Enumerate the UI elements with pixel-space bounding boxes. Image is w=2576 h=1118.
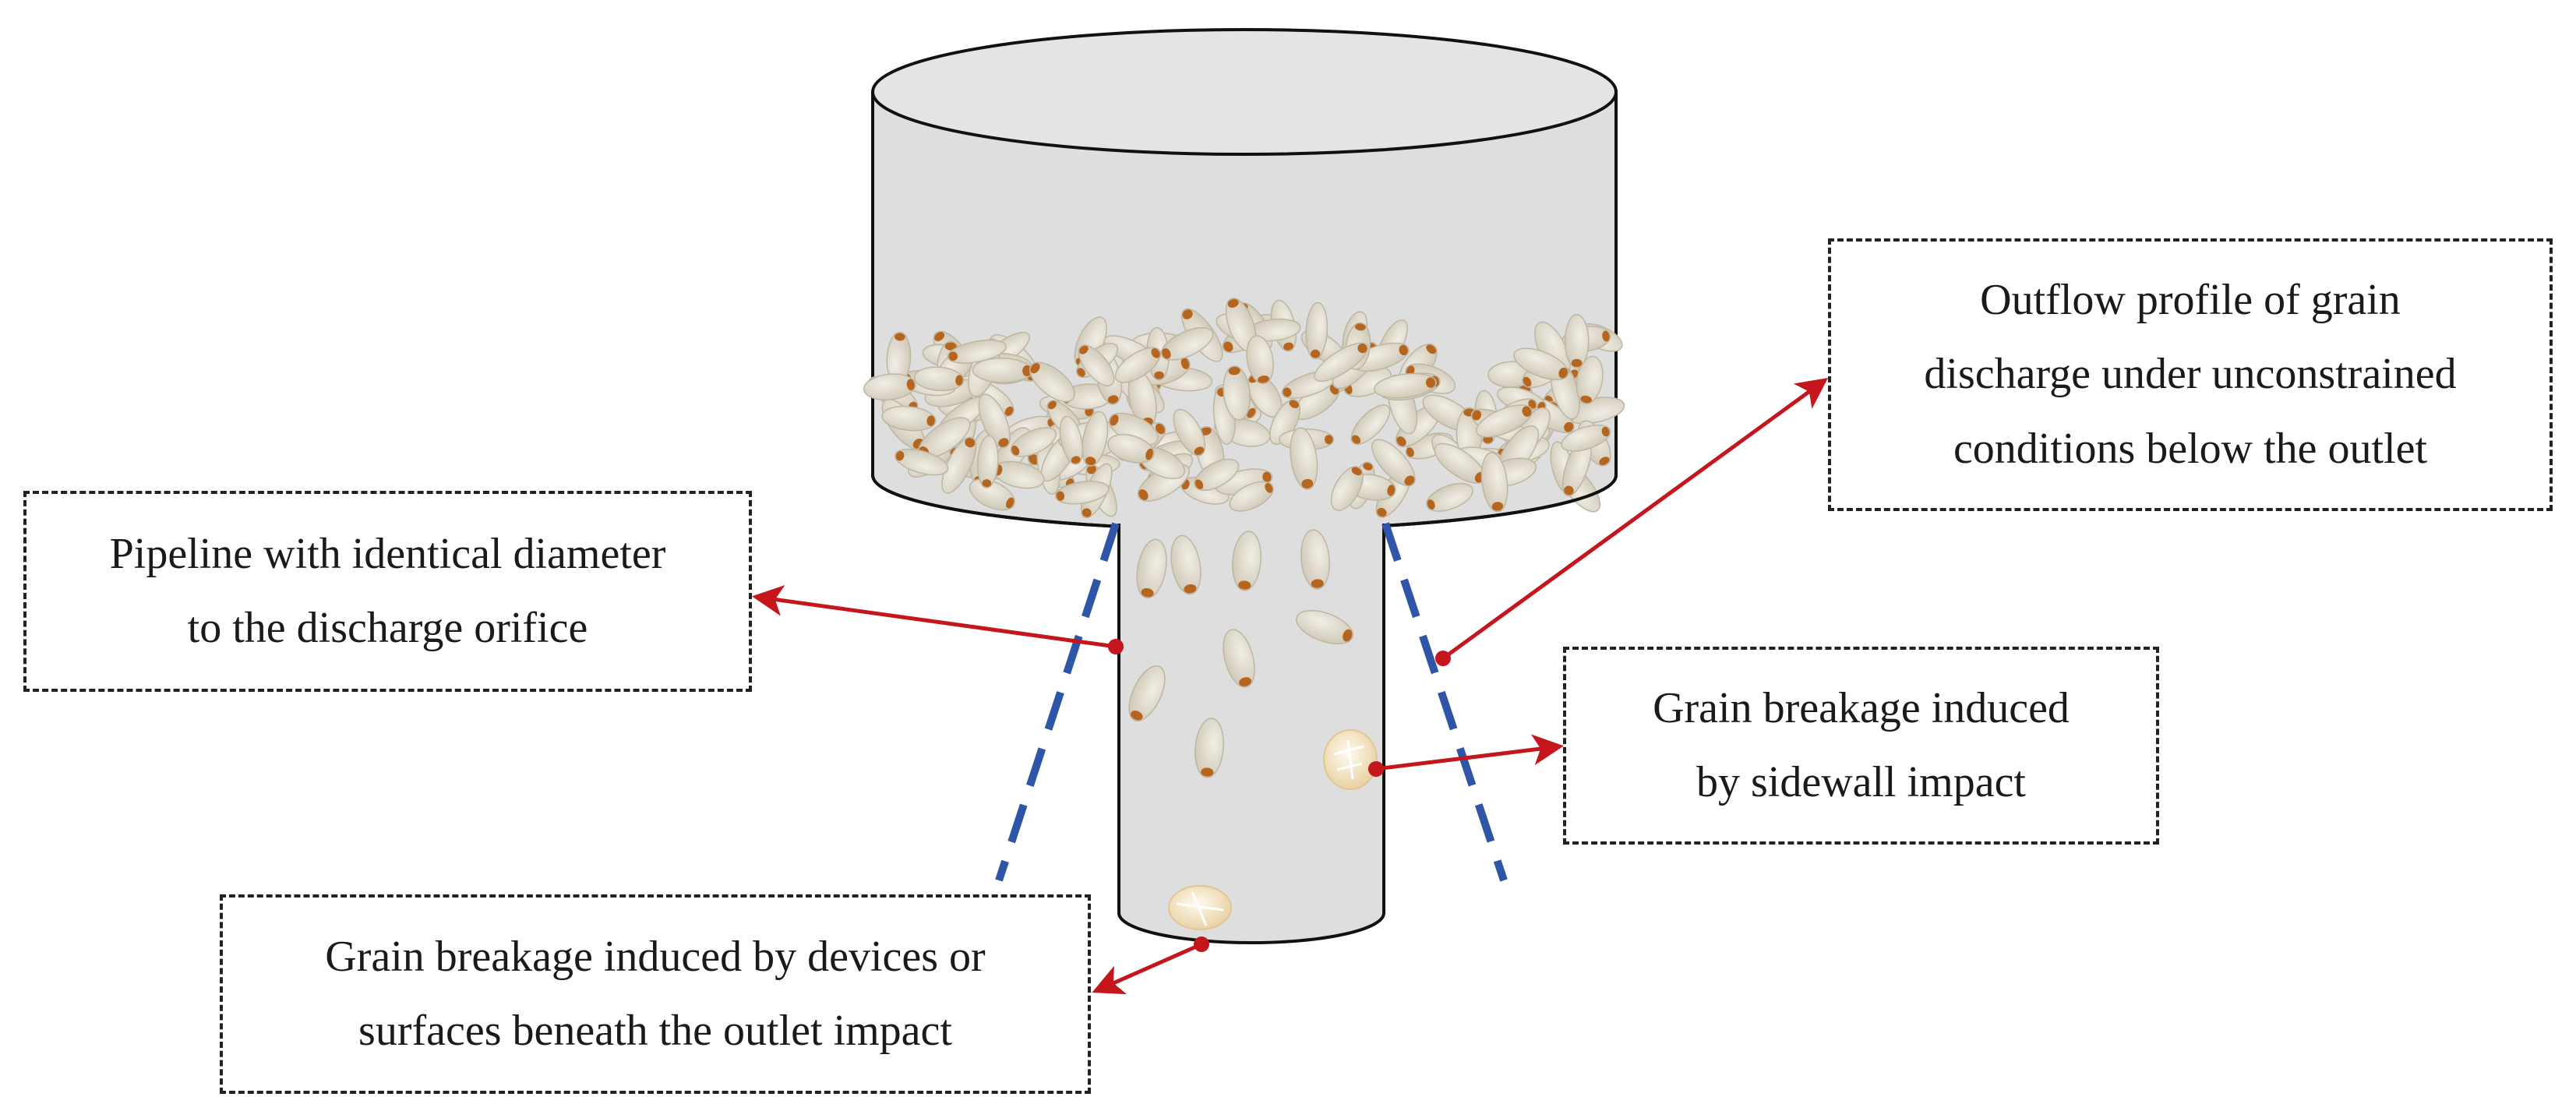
rice-grain [1350, 404, 1391, 445]
label-sidewall-line-1: Grain breakage induced [1653, 683, 2070, 732]
rice-grain [1374, 372, 1437, 399]
rice-grain [978, 393, 1011, 449]
outflow-profile-left [995, 522, 1120, 882]
rice-grain [1561, 424, 1611, 452]
rice-grain [1160, 326, 1214, 361]
label-outflow-profile: Outflow profile of grain discharge under… [1828, 238, 2553, 511]
rice-grain [1476, 404, 1533, 438]
rice-grain [1290, 427, 1318, 490]
arrow-origin-dot-beneath [1194, 936, 1209, 952]
broken-grain-sidewall [1323, 729, 1378, 790]
label-pipeline-line-2: to the discharge orifice [187, 604, 588, 652]
rice-grain [1136, 538, 1167, 599]
rice-grain [1305, 302, 1329, 360]
hopper [863, 28, 1625, 531]
rice-grain [863, 373, 916, 400]
rice-grain [881, 405, 937, 432]
label-outflow-line-2: discharge under unconstrained [1924, 350, 2457, 399]
rice-grain [886, 331, 912, 385]
rice-grain [1225, 298, 1257, 352]
hopper-top-opening [871, 28, 1618, 156]
arrow-to-sidewall-label [1375, 734, 1564, 771]
rice-grain [976, 435, 999, 488]
arrow-to-pipeline-label [752, 584, 1117, 649]
rice-grain [1229, 481, 1274, 512]
label-beneath-line-1: Grain breakage induced by devices or [325, 932, 986, 981]
rice-grain [895, 448, 949, 476]
outflow-profile-right [1382, 522, 1508, 882]
rice-grain [1513, 347, 1569, 381]
annotation-arrows [752, 378, 1829, 995]
rice-grain [1314, 342, 1369, 383]
rice-grain [972, 357, 1033, 383]
rice-grain [1054, 480, 1110, 505]
rice-grain [1078, 344, 1115, 386]
rice-grain [1330, 466, 1364, 511]
rice-grain [1576, 355, 1604, 404]
rice-grain [1561, 436, 1593, 497]
rice-grain [1107, 433, 1155, 464]
arrow-to-beneath-label [1092, 942, 1203, 995]
label-beneath-outlet-breakage: Grain breakage induced by devices or sur… [220, 894, 1091, 1094]
broken-grain-bottom [1168, 885, 1232, 930]
label-outflow-line-3: conditions below the outlet [1953, 424, 2428, 473]
rice-grain [1194, 718, 1224, 778]
rice-grain [1296, 609, 1353, 645]
rice-grain [1010, 427, 1057, 457]
rice-grain [1223, 365, 1251, 421]
rice-grain [1170, 534, 1202, 595]
rice-grain [1426, 482, 1473, 512]
arrow-origin-dot-sidewall [1368, 761, 1384, 777]
arrow-origin-dot-pipeline [1108, 639, 1124, 654]
hopper-grain-pile [863, 298, 1625, 519]
rice-grain [1480, 452, 1509, 513]
rice-grain [1269, 399, 1301, 445]
label-sidewall-breakage: Grain breakage induced by sidewall impac… [1563, 647, 2159, 845]
rice-grain [969, 478, 1015, 511]
rice-grain [1300, 529, 1330, 590]
rice-grain [1232, 531, 1262, 591]
rice-grain [913, 366, 965, 392]
rice-grain [1128, 665, 1166, 722]
rice-grain [1059, 415, 1084, 465]
label-sidewall-line-2: by sidewall impact [1696, 758, 2026, 806]
rice-grain [1371, 439, 1416, 487]
arrow-origin-dot-outflow [1435, 651, 1451, 666]
rice-grain [1082, 411, 1109, 467]
rice-grain [1223, 629, 1255, 688]
discharge-pipe [1117, 524, 1385, 944]
rice-grain [1173, 408, 1206, 457]
rice-grain [1194, 458, 1240, 492]
label-beneath-line-2: surfaces beneath the outlet impact [358, 1007, 952, 1055]
label-pipeline-line-1: Pipeline with identical diameter [109, 529, 666, 578]
rice-grain [1114, 347, 1162, 383]
label-pipeline: Pipeline with identical diameter to the … [23, 491, 752, 692]
rice-grain [947, 339, 1007, 364]
pipe-grains [1128, 529, 1353, 778]
rice-grain [1029, 361, 1075, 403]
rice-grain [941, 436, 977, 494]
rice-grain [1564, 313, 1590, 369]
arrow-to-outflow-label [1442, 378, 1829, 661]
label-outflow-line-1: Outflow profile of grain [1980, 276, 2401, 325]
